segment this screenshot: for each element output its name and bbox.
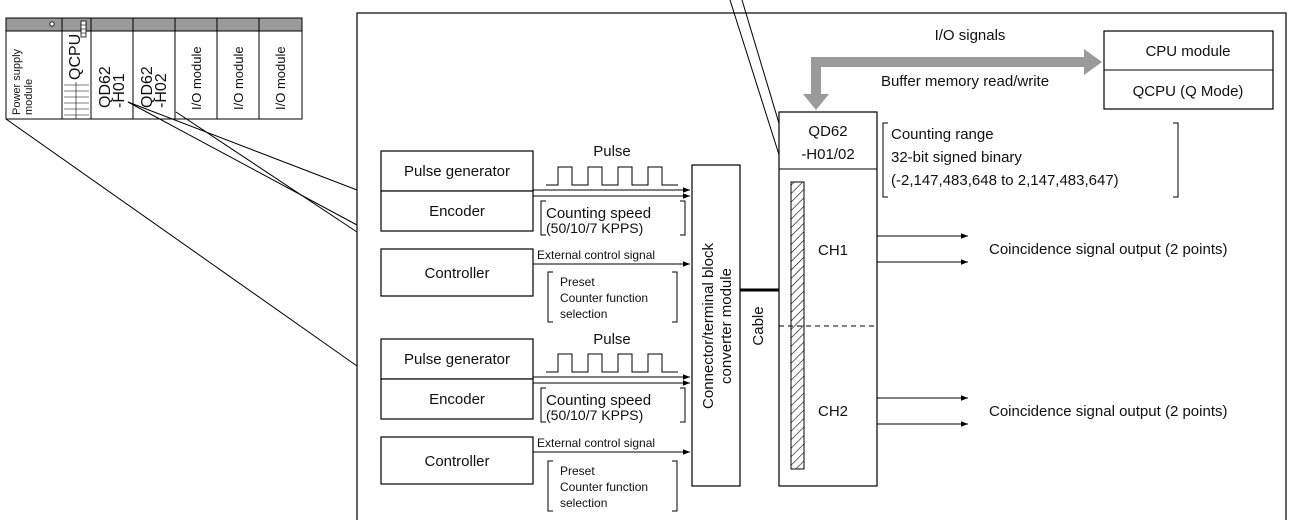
pulse-label: Pulse	[593, 331, 631, 348]
ch2-outputs: Coincidence signal output (2 points)	[877, 395, 1227, 427]
ch2-coincidence-output-label: Coincidence signal output (2 points)	[989, 403, 1227, 420]
counting-range-note: Counting range 32-bit signed binary (-2,…	[882, 122, 1179, 198]
selection-label: selection	[560, 496, 607, 510]
encoder-label: Encoder	[429, 203, 485, 220]
qd62-module-box: QD62 -H01/02 CH1 CH2	[778, 111, 878, 487]
cable-label: Cable	[750, 306, 767, 345]
encoder-box	[380, 190, 534, 232]
pulse-generator-box	[380, 338, 534, 380]
external-control-signal-label: External control signal	[537, 248, 655, 262]
encoder-label: Encoder	[429, 391, 485, 408]
base-unit-rack: Power supply module QCPU QD62 -H01 QD62 …	[5, 17, 303, 120]
ch2-label: CH2	[818, 403, 848, 420]
cpu-port-lines	[64, 82, 89, 119]
counter-function-label: Counter function	[560, 291, 648, 305]
io-signals-label: I/O signals	[935, 27, 1006, 44]
io-signal-arrow	[803, 49, 1102, 110]
pulse-label: Pulse	[593, 143, 631, 160]
counting-speed-value: (50/10/7 KPPS)	[546, 220, 643, 236]
ch1-coincidence-output-label: Coincidence signal output (2 points)	[989, 241, 1227, 258]
cpu-module-model: QCPU (Q Mode)	[1133, 83, 1244, 100]
main-frame	[356, 12, 1287, 520]
cpu-module-box: CPU module QCPU (Q Mode)	[1103, 30, 1274, 110]
preset-label: Preset	[560, 275, 595, 289]
slot-qd62-h02-label: QD62 -H02	[139, 62, 170, 108]
controller-label: Controller	[424, 265, 489, 282]
pulse-waveform-icon	[546, 166, 678, 186]
converter-label-line1: Connector/terminal block	[700, 243, 717, 409]
cpu-connector-icon	[80, 20, 87, 38]
controller-box	[380, 248, 534, 297]
qd62-title-line2: -H01/02	[801, 146, 854, 163]
input-group-1: Pulse generator Encoder Controller Pulse…	[380, 143, 690, 323]
selection-label: selection	[560, 307, 607, 321]
slot-qd62-h01-label: QD62 -H01	[97, 62, 128, 108]
buffer-memory-label: Buffer memory read/write	[881, 73, 1049, 90]
slot-power-supply-label: Power supply module	[11, 46, 35, 115]
converter-module-box: Connector/terminal block converter modul…	[691, 164, 741, 487]
led-icon	[49, 21, 55, 27]
controller-label: Controller	[424, 453, 489, 470]
counter-function-label: Counter function	[560, 480, 648, 494]
counting-speed-value: (50/10/7 KPPS)	[546, 407, 643, 423]
slot-io-module-1-label: I/O module	[189, 46, 204, 110]
preset-label: Preset	[560, 464, 595, 478]
counting-speed-label: Counting speed	[546, 392, 651, 409]
controller-box	[380, 436, 534, 485]
encoder-box	[380, 378, 534, 420]
slot-qcpu-label: QCPU	[67, 34, 84, 80]
pulse-generator-label: Pulse generator	[404, 163, 510, 180]
input-group-2: Pulse generator Encoder Controller Pulse…	[380, 331, 690, 512]
counting-range-line3: (-2,147,483,648 to 2,147,483,647)	[891, 172, 1119, 189]
slot-io-module-3-label: I/O module	[273, 46, 288, 110]
external-control-signal-label: External control signal	[537, 436, 655, 450]
pulse-generator-label: Pulse generator	[404, 351, 510, 368]
cpu-module-title: CPU module	[1145, 43, 1230, 60]
qd62-title-line1: QD62	[808, 123, 847, 140]
ch1-label: CH1	[818, 242, 848, 259]
counting-range-line1: Counting range	[891, 126, 994, 143]
counting-speed-label: Counting speed	[546, 205, 651, 222]
counting-range-line2: 32-bit signed binary	[891, 149, 1022, 166]
slot-io-module-2-label: I/O module	[231, 46, 246, 110]
pulse-waveform-icon	[546, 353, 678, 373]
converter-label-line2: converter module	[718, 268, 735, 384]
counter-register-bar	[790, 181, 805, 470]
pulse-generator-box	[380, 150, 534, 192]
ch1-outputs: Coincidence signal output (2 points)	[877, 233, 1227, 265]
